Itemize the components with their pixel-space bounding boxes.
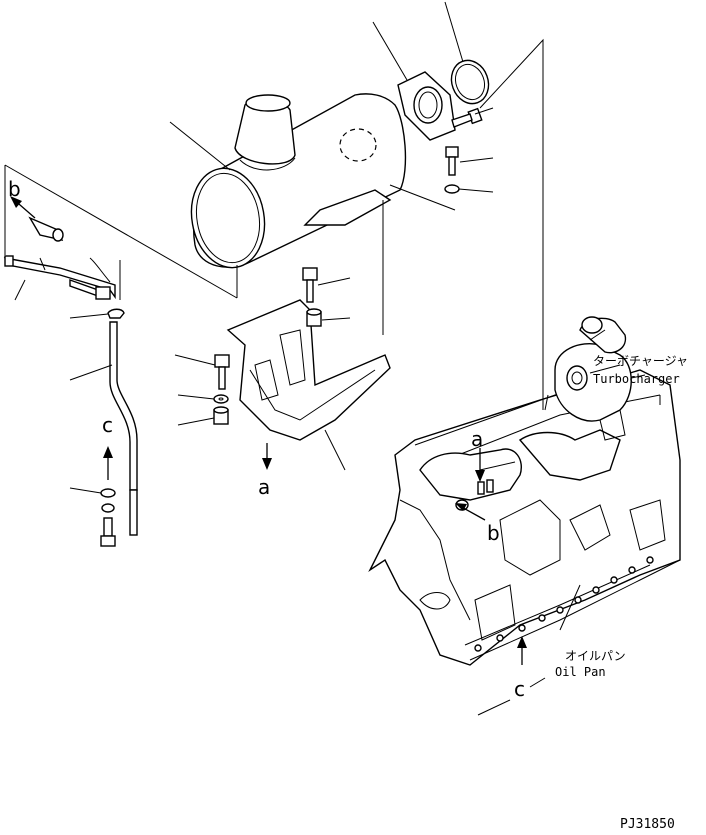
- oil-pan-bolts: [474, 556, 654, 652]
- oil-pan-label-en: Oil Pan: [555, 665, 606, 679]
- muffler-bracket: [226, 299, 391, 441]
- turbocharger: [554, 316, 632, 441]
- arrow-b-engine: [455, 503, 486, 521]
- engine-block: [368, 369, 681, 666]
- filter-element: [28, 216, 64, 242]
- ref-a-bottom: a: [258, 475, 270, 499]
- bolt-bracket-2: [214, 354, 230, 390]
- bolt-tube: [69, 279, 111, 300]
- spacer-2: [213, 406, 229, 425]
- clip: [107, 308, 125, 319]
- arrow-a-down: [262, 443, 272, 470]
- gauge-tube: [109, 321, 138, 491]
- washer-tube-2: [101, 503, 115, 513]
- drawing-code: PJ31850: [620, 817, 675, 832]
- muffler: [190, 93, 407, 298]
- exhaust-manifold: [419, 429, 621, 501]
- rod-tube: [129, 489, 138, 536]
- ref-b-top: b: [8, 177, 21, 201]
- exhaust-flange: [397, 71, 456, 141]
- turbocharger-label-en: Turbocharger: [593, 372, 680, 386]
- washer-tube: [100, 488, 116, 498]
- bolt-flange: [451, 107, 483, 128]
- ref-b-bottom: b: [487, 521, 500, 545]
- spacer-1: [306, 308, 322, 327]
- oil-pan-label-jp: オイルパン: [565, 649, 626, 663]
- turbocharger-label-jp: ターボチャージャ: [593, 354, 688, 368]
- arrow-c-engine: [517, 636, 527, 665]
- bolt-tube-bottom: [100, 517, 116, 547]
- washer-bracket: [213, 394, 229, 404]
- breather-tube: [3, 255, 116, 300]
- ref-a-top: a: [471, 427, 483, 451]
- arrow-b-left: [10, 196, 36, 219]
- bolt-mount: [445, 146, 459, 176]
- bolt-bracket-1: [302, 267, 318, 303]
- leader-lines: [4, 1, 661, 716]
- arrow-a-engine: [475, 448, 485, 482]
- ref-c-top: c: [102, 413, 113, 437]
- ref-c-bottom: c: [514, 677, 525, 701]
- washer-mount: [444, 184, 460, 194]
- arrow-c-up: [103, 446, 113, 480]
